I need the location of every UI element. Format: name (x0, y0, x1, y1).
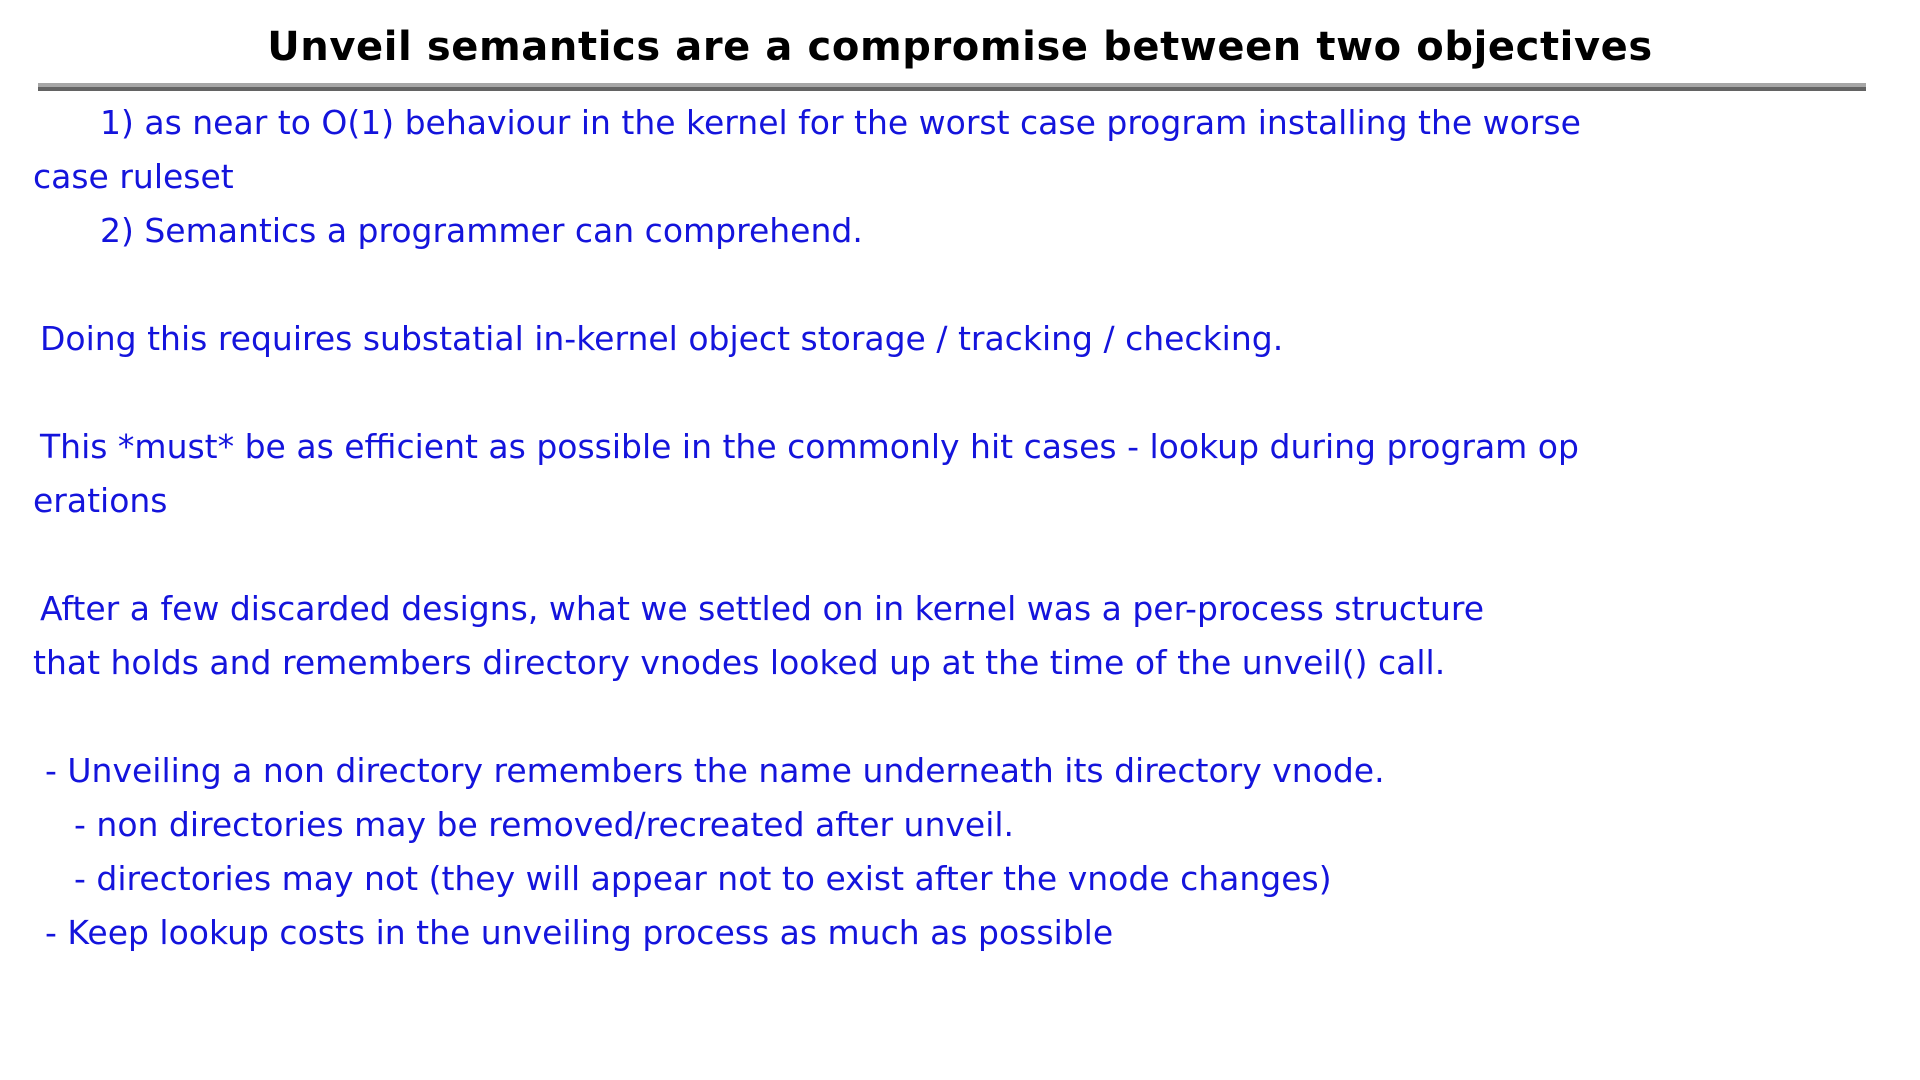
bullet-subitem-non-directories-removable: - non directories may be removed/recreat… (74, 805, 1015, 844)
divider-bottom-band (38, 87, 1866, 91)
bullet-list: - Unveiling a non directory remembers th… (0, 744, 1920, 960)
slide-body: 1) as near to O(1) behaviour in the kern… (0, 96, 1920, 1056)
storage-line-1: Doing this requires substatial in-kernel… (40, 319, 1284, 358)
divider-top-band (38, 83, 1866, 87)
objective-1-line-2: case ruleset (33, 157, 234, 196)
slide-title: Unveil semantics are a compromise betwee… (267, 24, 1653, 70)
spacer-after-objectives (0, 258, 1920, 312)
design-paragraph: After a few discarded designs, what we s… (0, 582, 1920, 690)
objective-1-line-1: 1) as near to O(1) behaviour in the kern… (100, 103, 1581, 142)
design-line-1: After a few discarded designs, what we s… (40, 589, 1485, 628)
bullet-subitem-directories-not-removable: - directories may not (they will appear … (74, 859, 1332, 898)
title-divider-rule (38, 83, 1866, 91)
bullet-item-unveiling-non-directory: - Unveiling a non directory remembers th… (45, 751, 1385, 790)
objective-1-paragraph: 1) as near to O(1) behaviour in the kern… (0, 96, 1920, 204)
objective-2-line-1: 2) Semantics a programmer can comprehend… (100, 211, 863, 250)
efficiency-paragraph: This *must* be as efficient as possible … (0, 420, 1920, 528)
storage-paragraph: Doing this requires substatial in-kernel… (0, 312, 1920, 366)
efficiency-line-2: erations (33, 481, 168, 520)
bullet-item-keep-lookup-costs: - Keep lookup costs in the unveiling pro… (45, 913, 1114, 952)
efficiency-line-1: This *must* be as efficient as possible … (40, 427, 1579, 466)
objective-2-paragraph: 2) Semantics a programmer can comprehend… (0, 204, 1920, 258)
design-line-2: that holds and remembers directory vnode… (33, 643, 1446, 682)
spacer-after-efficiency (0, 528, 1920, 582)
spacer-after-storage (0, 366, 1920, 420)
spacer-after-design (0, 690, 1920, 744)
